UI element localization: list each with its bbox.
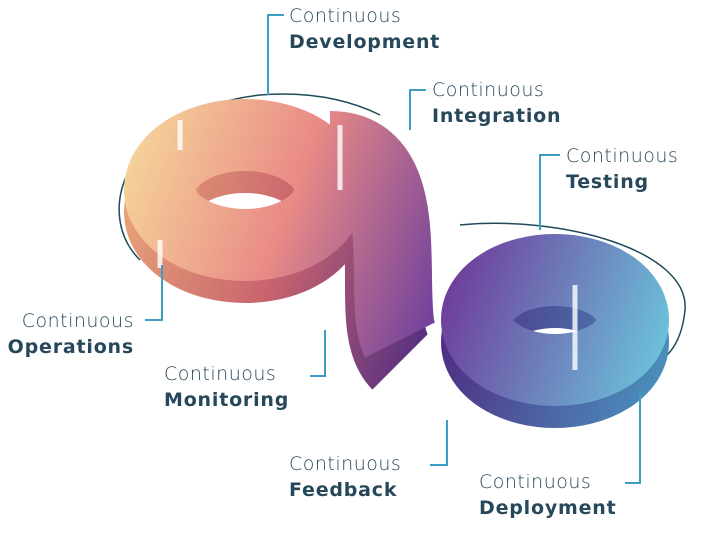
right-ring	[441, 234, 669, 406]
left-ring	[124, 99, 366, 281]
label-operations: Continuous Operations	[7, 310, 134, 358]
center-crossing	[326, 111, 437, 358]
label-feedback: Continuous Feedback	[289, 453, 402, 501]
label-integration: Continuous Integration	[432, 79, 562, 127]
loop-top	[124, 99, 669, 406]
leader-lines	[145, 14, 641, 484]
label-testing: Continuous Testing	[566, 145, 679, 193]
outline-arc-right	[459, 222, 686, 361]
label-deployment: Continuous Deployment	[479, 471, 617, 519]
label-development: Continuous Development	[289, 5, 441, 53]
label-monitoring: Continuous Monitoring	[164, 363, 290, 411]
